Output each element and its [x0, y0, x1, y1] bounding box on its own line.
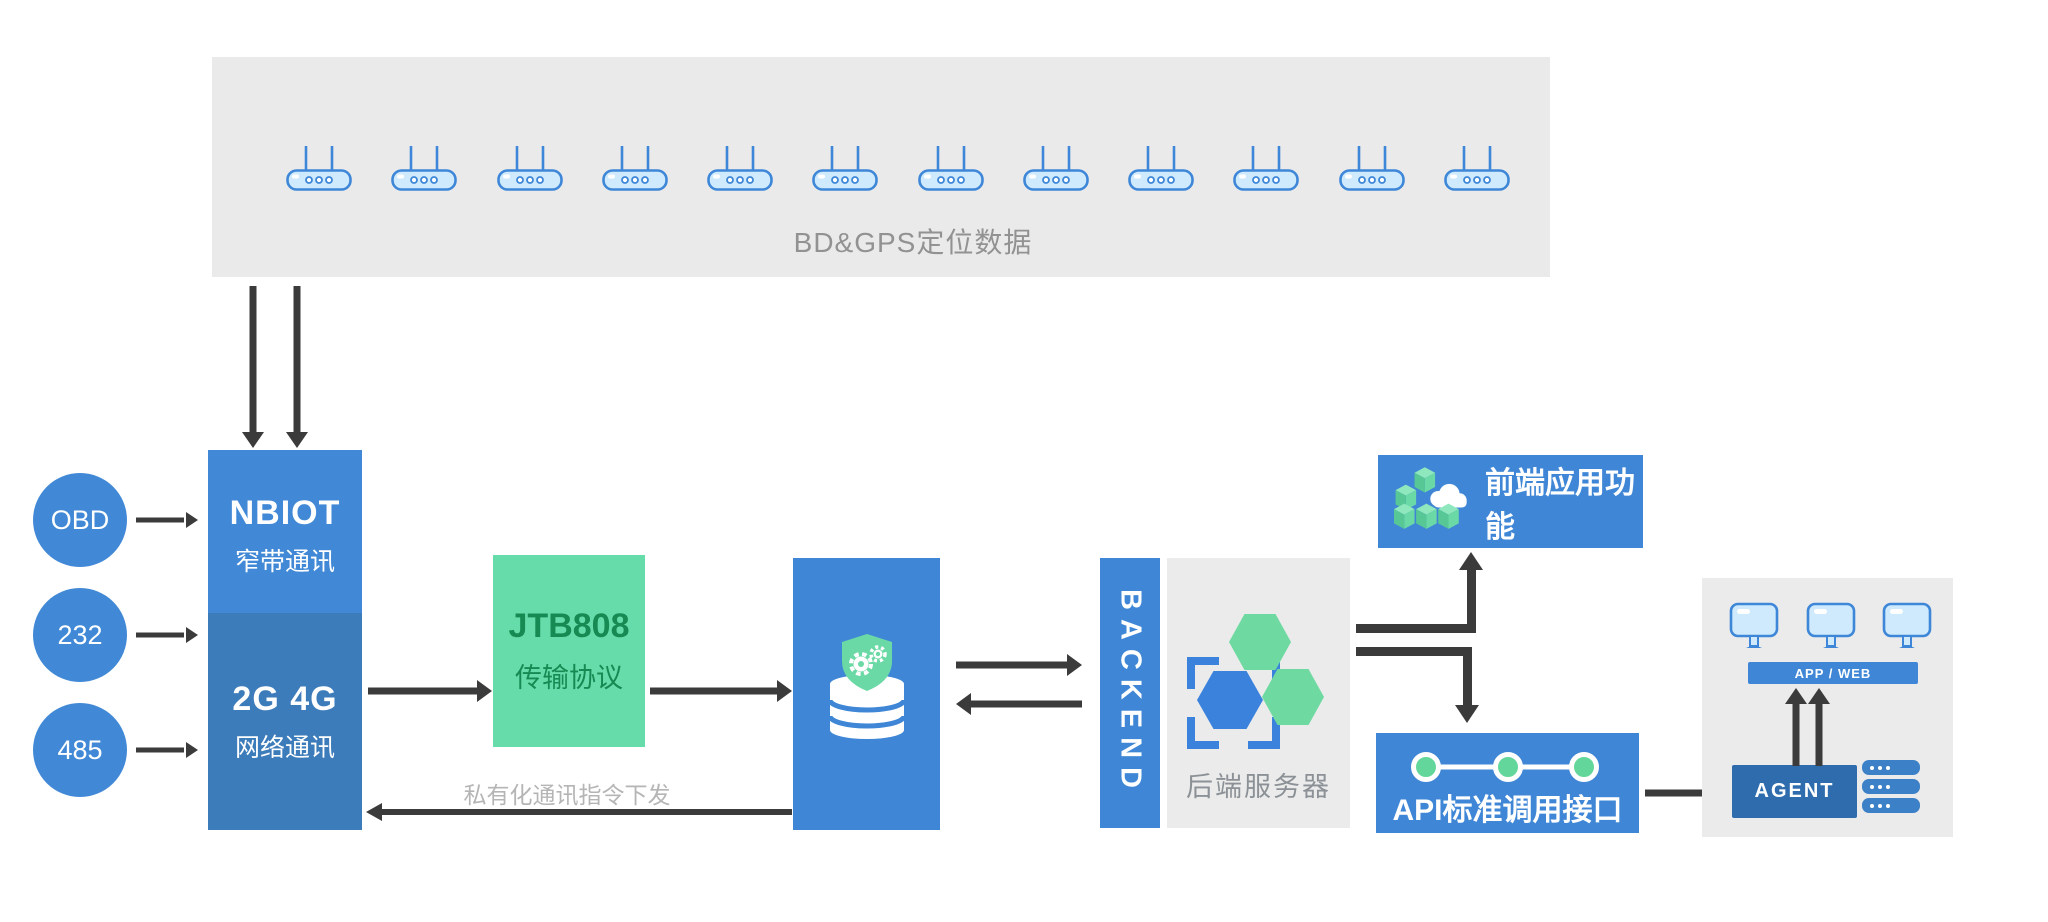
input-circle-232: 232: [33, 588, 127, 682]
arrow-agent-to-appweb-1: [1785, 688, 1807, 766]
gateway-2g4g-title: 2G 4G: [232, 679, 338, 718]
input-label: 232: [57, 619, 103, 650]
backend-server-label: 后端服务器: [1186, 772, 1331, 802]
arrow-protocol-to-storage: [650, 678, 792, 704]
gateway-nbiot-title: NBIOT: [229, 493, 341, 532]
protocol-title: JTB808: [508, 607, 630, 645]
input-label: OBD: [50, 504, 110, 535]
bracket-corner-icon: [1248, 717, 1280, 749]
agent-box: AGENT: [1732, 765, 1857, 818]
arrow-devices-to-gateway-2: [286, 286, 308, 448]
agent-label: AGENT: [1754, 780, 1835, 802]
input-circle-obd: OBD: [33, 473, 127, 567]
router-icon: [286, 146, 352, 191]
router-icon: [496, 146, 563, 191]
server-bar-icon: [1862, 798, 1920, 813]
arrow-485-to-gateway: [136, 740, 198, 760]
gateway-nbiot-subtitle: 窄带通讯: [234, 547, 335, 576]
app-web-label: APP / WEB: [1794, 665, 1872, 681]
arrow-backend-to-storage: [956, 691, 1082, 717]
hexagon-green-icon: [1229, 614, 1291, 670]
backend-panel: 后端服务器: [1167, 558, 1350, 828]
frontend-box: 前端应用功能: [1378, 455, 1643, 548]
protocol-subtitle: 传输协议: [515, 663, 623, 693]
device-panel-label: BD&GPS定位数据: [793, 227, 1033, 258]
arrow-devices-to-gateway-1: [242, 286, 264, 448]
backend-bar-label: BACKEND: [1114, 589, 1147, 797]
router-icon: [812, 146, 879, 191]
gateway-2g4g-section: 2G 4G 网络通讯: [208, 613, 362, 830]
router-icon: [1233, 146, 1300, 191]
storage-box: [793, 558, 940, 830]
router-icon: [1338, 146, 1405, 191]
monitor-icon: [1729, 602, 1779, 648]
arrow-agent-to-appweb-2: [1808, 688, 1830, 766]
router-icon: [1023, 146, 1089, 191]
monitor-icon: [1882, 602, 1932, 648]
timeline-dots-icon: [1411, 752, 1599, 782]
protocol-box: JTB808 传输协议: [493, 555, 645, 747]
api-box: API标准调用接口: [1376, 733, 1639, 833]
gateway-2g4g-subtitle: 网络通讯: [234, 733, 335, 762]
gateway-box: NBIOT 窄带通讯 2G 4G 网络通讯: [208, 450, 362, 830]
router-icon: [1128, 146, 1194, 191]
router-icon: [601, 146, 668, 191]
bracket-corner-icon: [1187, 657, 1219, 689]
server-stack-icon: [1862, 760, 1920, 817]
hexagon-green-icon: [1262, 669, 1324, 725]
arrow-storage-to-backend: [956, 652, 1082, 678]
gateway-nbiot-section: NBIOT 窄带通讯: [208, 450, 362, 613]
router-row: [286, 143, 1510, 191]
shield-database-icon: [827, 634, 907, 739]
client-panel: APP / WEB AGENT: [1702, 578, 1953, 837]
downlink-label: 私有化通讯指令下发: [463, 782, 671, 808]
server-bar-icon: [1862, 779, 1920, 794]
app-web-bar: APP / WEB: [1748, 662, 1918, 684]
arrow-obd-to-gateway: [136, 510, 198, 530]
backend-bar: BACKEND: [1100, 558, 1160, 828]
monitor-icon: [1806, 602, 1855, 648]
hexagon-blue-icon: [1197, 671, 1263, 729]
arrow-downlink-to-gateway: [366, 803, 792, 821]
cubes-cloud-icon: [1394, 466, 1467, 529]
device-panel: BD&GPS定位数据: [212, 57, 1550, 277]
arrow-232-to-gateway: [136, 625, 198, 645]
arrow-gateway-to-protocol: [368, 678, 492, 704]
router-icon: [391, 146, 458, 191]
monitor-row: [1728, 602, 1933, 652]
server-bar-icon: [1862, 760, 1920, 775]
router-icon: [917, 146, 984, 191]
router-icon: [707, 146, 773, 191]
input-label: 485: [57, 734, 103, 765]
frontend-label: 前端应用功能: [1485, 466, 1635, 544]
cube: [1414, 466, 1436, 493]
bracket-corner-icon: [1187, 717, 1219, 749]
router-icon: [1444, 146, 1510, 191]
api-label: API标准调用接口: [1392, 794, 1623, 827]
input-circle-485: 485: [33, 703, 127, 797]
